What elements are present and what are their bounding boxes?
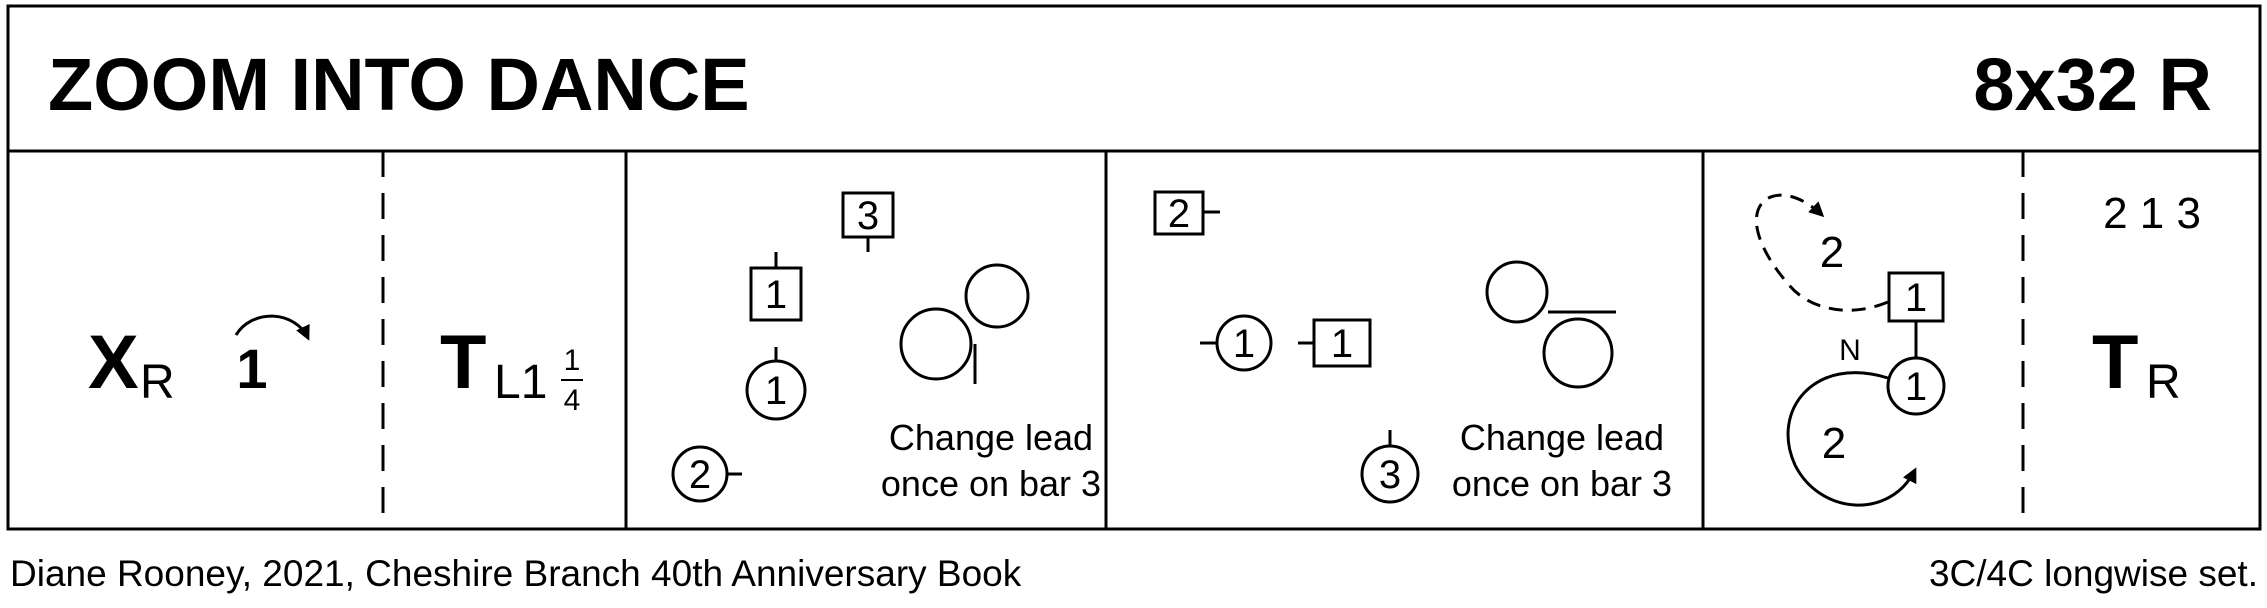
circle-dancer-1 [1215, 314, 1273, 372]
figures-box [6, 149, 2262, 531]
clockwise-turn-arrow-icon [234, 314, 310, 341]
circle-dancer-2-label: 2 [689, 453, 711, 497]
square-dancer-3-label: 3 [857, 194, 879, 238]
circle-dancer-3 [1360, 444, 1420, 504]
cell-1-cross-right: X R 1 [88, 314, 310, 409]
final-order: 2 1 3 [2103, 189, 2201, 238]
right-subscript: R [140, 356, 175, 409]
cell-5-figure: 2 1 N 1 2 [1755, 193, 1946, 507]
square-dancer-1 [1312, 318, 1372, 368]
set-type-text: 3C/4C longwise set. [1929, 553, 2258, 594]
cross-symbol: X [88, 320, 139, 405]
curved-path-arrow-icon [1786, 371, 1917, 507]
fraction-denominator: 4 [564, 384, 581, 417]
reel-loop-icon [1485, 260, 1549, 324]
nearer-hand-label: N [1839, 334, 1861, 367]
cell-4-figure: 2 1 1 3 Change lead once on bar 3 [1153, 190, 1672, 504]
circle-dancer-1 [1886, 356, 1946, 416]
circle-dancer-1-label: 1 [1233, 322, 1255, 366]
circle-dancer-1-label: 1 [765, 369, 787, 413]
square-dancer-2-label: 2 [1168, 192, 1190, 236]
cell-2-turn-left: T L1 1 4 [440, 320, 583, 417]
reel-loop-icon [899, 307, 973, 381]
square-dancer-1 [1887, 271, 1945, 323]
upper-dancer-2-label: 2 [1820, 228, 1844, 277]
square-dancer-3 [841, 191, 895, 239]
left-subscript: L1 [494, 356, 547, 409]
dance-formation: 8x32 R [1973, 43, 2212, 126]
credit-text: Diane Rooney, 2021, Cheshire Branch 40th… [10, 553, 1022, 594]
square-dancer-1-label: 1 [1331, 322, 1353, 366]
square-dancer-1-label: 1 [1905, 276, 1927, 320]
reel-loop-icon [1542, 317, 1614, 389]
cell-3-figure: 3 1 1 2 Change lead once on bar 3 [671, 191, 1101, 504]
square-dancer-1-label: 1 [765, 273, 787, 317]
dance-title: ZOOM INTO DANCE [48, 43, 750, 126]
note-line-1: Change lead [1460, 417, 1664, 458]
circle-dancer-1-label: 1 [1905, 365, 1927, 409]
turn-symbol: T [440, 320, 486, 405]
circle-dancer-3-label: 3 [1379, 453, 1401, 497]
fraction-numerator: 1 [564, 344, 581, 377]
cell-6-turn-right: 2 1 3 T R [2092, 189, 2201, 409]
lower-dancer-2-label: 2 [1822, 419, 1846, 468]
circle-dancer-1 [745, 359, 807, 421]
reel-loop-icon [964, 263, 1030, 329]
note-line-1: Change lead [889, 417, 1093, 458]
note-line-2: once on bar 3 [1452, 463, 1672, 504]
turn-symbol: T [2092, 320, 2138, 405]
turn-number: 1 [236, 337, 267, 400]
square-dancer-1 [749, 266, 803, 322]
note-line-2: once on bar 3 [881, 463, 1101, 504]
right-subscript: R [2146, 356, 2181, 409]
